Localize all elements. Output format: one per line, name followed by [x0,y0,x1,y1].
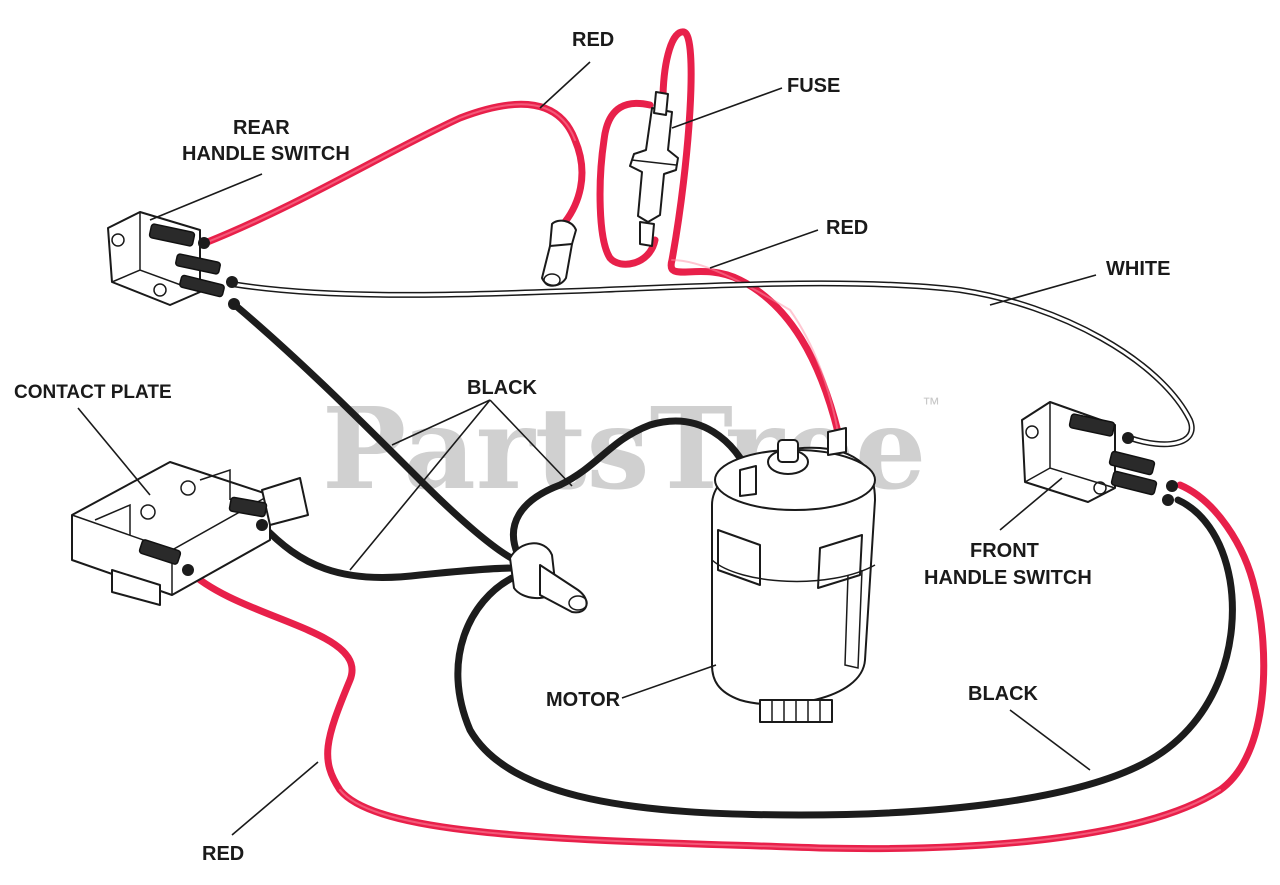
wire-nut [509,542,588,614]
black-wire-plate-to-nut [258,521,519,581]
label-fuse: FUSE [787,75,840,97]
leader-lines [77,61,1097,836]
label-red-top: RED [572,29,614,51]
contact-plate [71,461,309,606]
black-wire-rear-to-nut [231,301,519,564]
motor [711,427,876,723]
label-red-bottom: RED [202,843,244,865]
rear-handle-switch [107,211,240,310]
label-front-switch-line1: FRONT [970,540,1039,562]
labels: RED FUSE REAR HANDLE SWITCH RED WHITE CO… [14,29,1170,865]
red-wire-fuse-to-motor [596,28,842,436]
label-red-mid: RED [826,217,868,239]
front-handle-switch [1021,401,1178,506]
fuse-holder [629,91,679,247]
red-wire-plate-to-front-switch [184,481,1268,853]
label-motor: MOTOR [546,689,621,711]
label-contact-plate: CONTACT PLATE [14,382,172,403]
white-wire [229,280,1195,448]
label-rear-switch-line2: HANDLE SWITCH [182,143,350,165]
label-white: WHITE [1106,258,1170,280]
label-rear-switch-line1: REAR [233,117,290,139]
label-black-top: BLACK [467,377,538,399]
watermark-trademark: ™ [922,394,940,414]
label-black-right: BLACK [968,683,1039,705]
black-wire-nut-to-front-switch [454,496,1236,819]
fuse-connector [541,219,577,287]
red-wire-rear-to-fuse [201,100,586,247]
black-wire-nut-to-motor [510,417,756,559]
label-front-switch-line2: HANDLE SWITCH [924,567,1092,589]
